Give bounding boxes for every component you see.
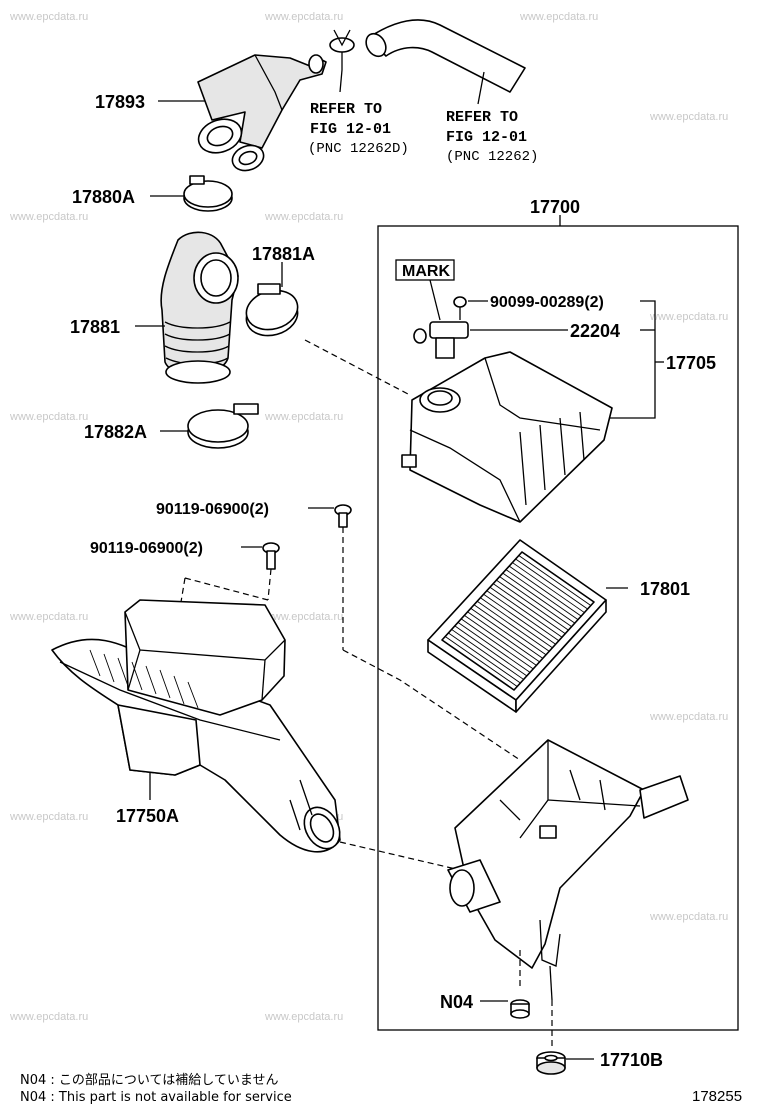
watermark: www.epcdata.ru	[9, 11, 88, 23]
filter-pleat	[444, 636, 518, 687]
bracket-17705	[610, 300, 656, 419]
ref1-line3: (PNC 12262D)	[308, 141, 409, 157]
watermark: www.epcdata.ru	[9, 411, 88, 423]
mark-box	[395, 259, 455, 281]
watermark: www.epcdata.ru	[9, 611, 88, 623]
ref2-line2[interactable]: FIG 12-01	[446, 129, 527, 146]
filter-pleat	[496, 579, 569, 631]
label-17880A: 17880A	[72, 187, 135, 207]
filter-pleat	[476, 600, 550, 652]
dashed-guide-3	[339, 841, 461, 871]
part-17750A-duct	[51, 599, 341, 853]
filter-pleat	[512, 562, 585, 613]
watermark-layer: www.epcdata.ru www.epcdata.ru www.epcdat…	[9, 11, 728, 1023]
ref2-line1: REFER TO	[446, 109, 518, 126]
filter-pleat	[454, 625, 528, 677]
note-jp: N04 : この部品については補給していません	[20, 1073, 278, 1088]
watermark: www.epcdata.ru	[264, 11, 343, 23]
filter-pleat	[460, 618, 534, 670]
part-90119-bolt-b	[262, 542, 280, 601]
filter-pleat	[508, 565, 582, 617]
filter-pleat	[464, 614, 537, 666]
watermark: www.epcdata.ru	[649, 911, 728, 923]
filter-pleat	[483, 593, 556, 645]
watermark: www.epcdata.ru	[649, 311, 728, 323]
part-17700-case	[447, 739, 689, 1050]
filter-pleat	[448, 632, 521, 684]
filter-pleat	[489, 586, 563, 638]
watermark: www.epcdata.ru	[9, 811, 88, 823]
label-17882A: 17882A	[84, 422, 147, 442]
filter-pleat	[457, 622, 531, 673]
label-90119-06900-a: 90119-06900(2)	[156, 501, 269, 518]
label-mark: MARK	[402, 263, 450, 280]
hose-clip-icon	[329, 29, 355, 93]
label-17893: 17893	[95, 92, 145, 112]
watermark: www.epcdata.ru	[264, 211, 343, 223]
part-90099-screw	[453, 296, 467, 320]
leader-mark	[429, 279, 441, 321]
part-N04-grommet	[510, 999, 530, 1019]
label-17705: 17705	[666, 353, 716, 373]
part-17710B-plug	[536, 1051, 566, 1075]
filter-pleat	[505, 569, 579, 620]
filter-pleat	[451, 629, 524, 680]
filter-pleat	[499, 576, 572, 628]
part-17881-hose	[160, 231, 239, 384]
filter-pleat	[492, 583, 566, 635]
label-17750A: 17750A	[116, 806, 179, 826]
filter-pleat	[518, 555, 592, 606]
part-17882A-clamp	[187, 403, 259, 449]
diagram-number: 178255	[692, 1088, 742, 1105]
part-17801-filter	[427, 539, 607, 713]
label-90119-06900-b: 90119-06900(2)	[90, 540, 203, 557]
watermark: www.epcdata.ru	[264, 1011, 343, 1023]
watermark: www.epcdata.ru	[264, 611, 343, 623]
label-90099-00289: 90099-00289(2)	[490, 294, 604, 311]
assembly-box-17700	[377, 225, 739, 1031]
watermark: www.epcdata.ru	[264, 411, 343, 423]
filter-pleat	[480, 597, 553, 649]
part-17893-hose	[197, 54, 327, 172]
watermark: www.epcdata.ru	[9, 211, 88, 223]
watermark: www.epcdata.ru	[519, 11, 598, 23]
part-17705-cover	[401, 351, 613, 523]
filter-pleat	[521, 551, 595, 603]
filter-pleat	[470, 607, 544, 659]
watermark: www.epcdata.ru	[649, 711, 728, 723]
watermark: www.epcdata.ru	[649, 111, 728, 123]
label-17801: 17801	[640, 579, 690, 599]
part-90119-bolt-a	[334, 504, 352, 650]
part-17881A-clamp	[245, 262, 299, 337]
part-22204-sensor	[413, 321, 469, 359]
dashed-guide	[304, 339, 409, 395]
ref1-line1: REFER TO	[310, 101, 382, 118]
label-22204: 22204	[570, 321, 620, 341]
filter-pleat	[467, 611, 540, 663]
filter-pleat	[441, 639, 515, 691]
filter-pleat	[473, 604, 547, 656]
label-17700: 17700	[530, 197, 580, 217]
filter-pleat	[502, 572, 576, 624]
note-en: N04 : This part is not available for ser…	[20, 1090, 292, 1105]
label-17710B: 17710B	[600, 1050, 663, 1070]
filter-pleats	[441, 551, 595, 691]
ref2-line3: (PNC 12262)	[446, 149, 538, 165]
dashed-guide-2	[342, 649, 521, 761]
intake-pipe-12262	[365, 19, 526, 105]
label-17881A: 17881A	[252, 244, 315, 264]
filter-pleat	[515, 558, 588, 610]
label-17881: 17881	[70, 317, 120, 337]
filter-pleat	[486, 590, 560, 642]
part-17880A-clamp	[183, 175, 233, 212]
label-N04: N04	[440, 992, 473, 1012]
watermark: www.epcdata.ru	[9, 1011, 88, 1023]
ref1-line2[interactable]: FIG 12-01	[310, 121, 391, 138]
